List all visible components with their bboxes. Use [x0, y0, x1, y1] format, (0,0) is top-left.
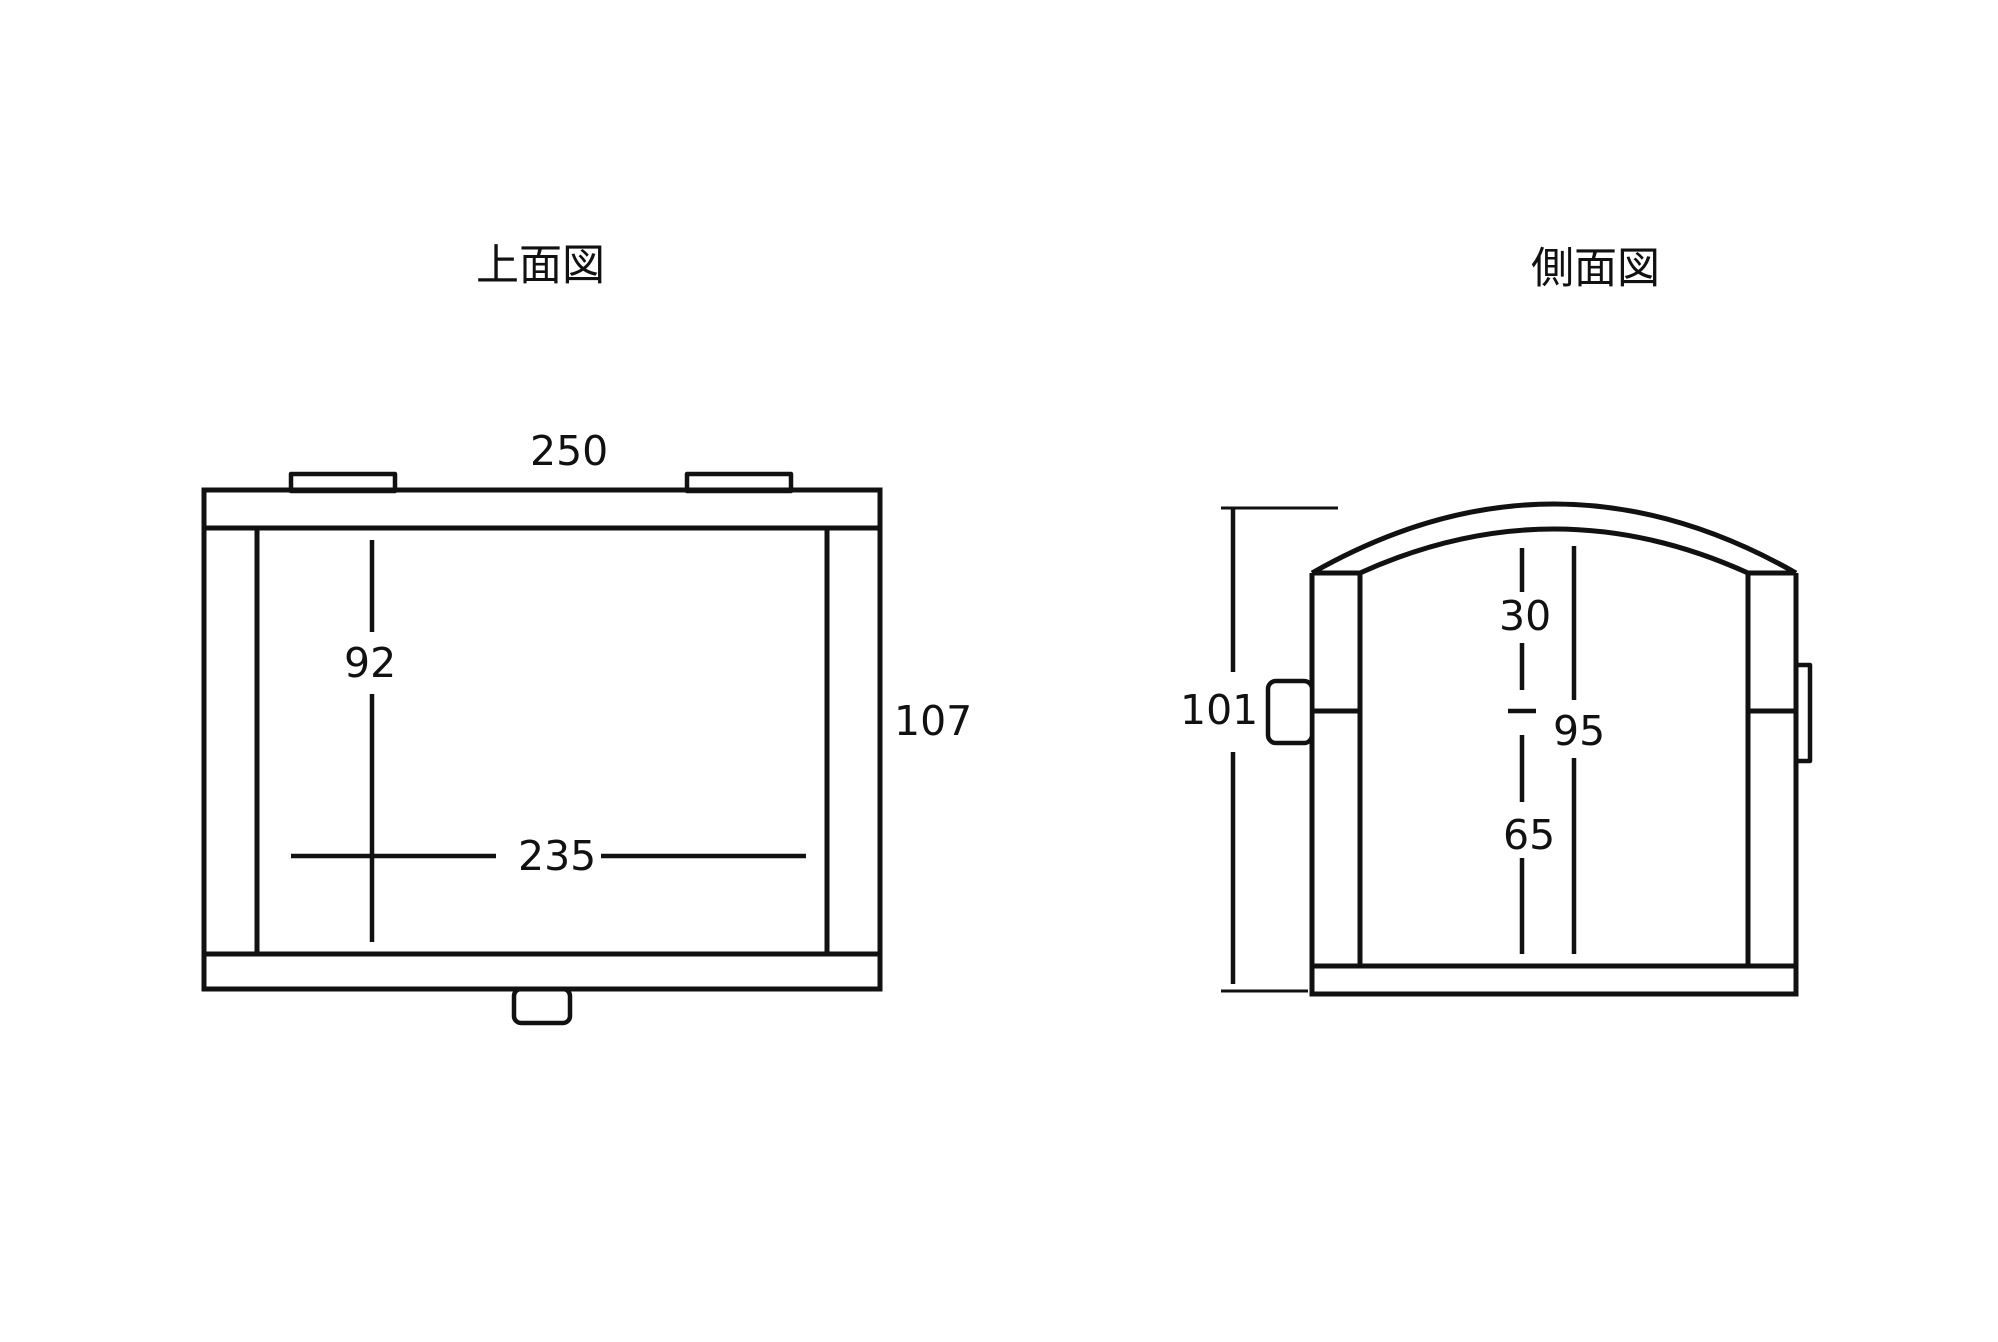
arch-inner [1358, 526, 1750, 576]
dim-107-label: 107 [894, 697, 972, 745]
dim-65-label: 65 [1503, 811, 1555, 859]
dim-92-label: 92 [344, 639, 396, 687]
top-outer-frame [201, 487, 883, 992]
dim-95-label: 95 [1553, 707, 1605, 755]
front-knob [511, 986, 573, 1026]
dim-250-label: 250 [530, 427, 608, 475]
dim-101-label: 101 [1180, 686, 1258, 734]
side-right-tab [1793, 662, 1813, 764]
top-view-title: 上面図 [476, 241, 605, 291]
dim-235-label: 235 [518, 832, 596, 880]
side-base-board [1309, 963, 1799, 997]
dim-30-label: 30 [1499, 592, 1551, 640]
side-view-drawing: 101 30 65 95 [1180, 501, 1813, 997]
side-view-title: 側面図 [1531, 244, 1660, 294]
top-view-drawing: 250 107 92 235 [201, 427, 972, 1026]
arch-outer [1310, 501, 1798, 576]
side-left-knob [1265, 678, 1315, 746]
